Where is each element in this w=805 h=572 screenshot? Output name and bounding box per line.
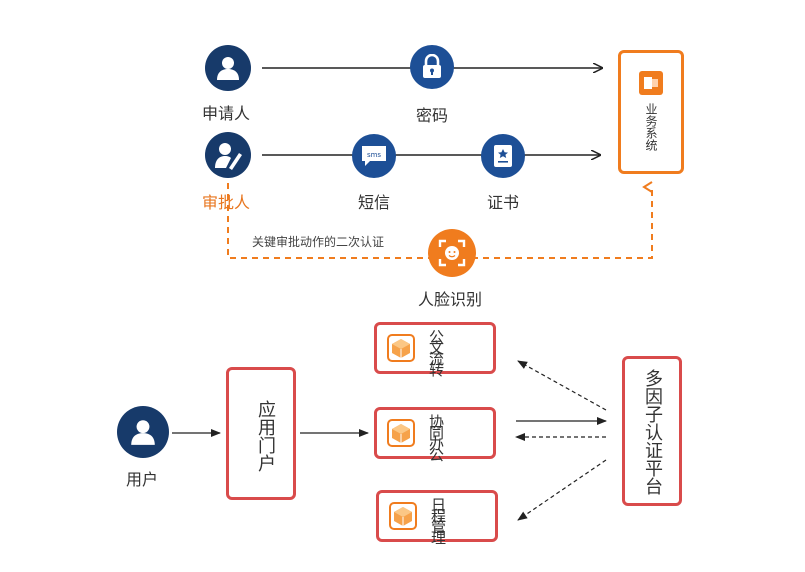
applicant-node bbox=[205, 45, 251, 91]
mfa-platform-box: 多因子认证平台 bbox=[622, 356, 682, 506]
pen-person-icon bbox=[215, 143, 242, 170]
approver-label: 审批人 bbox=[202, 193, 251, 212]
sms-node: sms bbox=[352, 134, 396, 178]
app-box-collaborative-office: 协同办公 bbox=[374, 407, 496, 459]
lock-icon bbox=[423, 54, 441, 78]
app-box-schedule-management: 日程管理 bbox=[376, 490, 498, 542]
cube-icon bbox=[387, 334, 415, 362]
app-label-schedule-management: 日程管理 bbox=[429, 497, 447, 541]
password-node bbox=[410, 45, 454, 89]
face-recognition-label: 人脸识别 bbox=[418, 290, 483, 309]
app-portal-box: 应用门户 bbox=[226, 367, 296, 500]
certificate-icon bbox=[494, 145, 512, 167]
user-node bbox=[117, 406, 169, 458]
business-system-box: 业务系统 bbox=[618, 50, 684, 174]
person-icon bbox=[217, 57, 239, 80]
sms-label: 短信 bbox=[358, 193, 391, 212]
secondary-auth-note: 关键审批动作的二次认证 bbox=[252, 235, 385, 249]
app-label-document-flow: 公文流转 bbox=[427, 329, 445, 373]
mfa-platform-label: 多因子认证平台 bbox=[642, 369, 663, 495]
app-box-document-flow: 公文流转 bbox=[374, 322, 496, 374]
app-portal-label: 应用门户 bbox=[255, 400, 276, 472]
svg-text:sms: sms bbox=[367, 151, 381, 159]
business-system-label: 业务系统 bbox=[644, 103, 658, 151]
applicant-label: 申请人 bbox=[202, 104, 251, 123]
approver-node bbox=[205, 132, 251, 178]
face-recognition-node bbox=[428, 229, 476, 277]
face-scan-icon bbox=[438, 239, 466, 267]
sms-icon: sms bbox=[362, 146, 386, 166]
cube-icon bbox=[387, 419, 415, 447]
mfa-to-schedule-dashed-arrow bbox=[517, 459, 607, 521]
certificate-node bbox=[481, 134, 525, 178]
cube-icon bbox=[389, 502, 417, 530]
password-label: 密码 bbox=[416, 106, 449, 125]
user-label: 用户 bbox=[126, 470, 159, 489]
mfa-to-doc-dashed-arrow bbox=[517, 360, 607, 411]
person-icon bbox=[131, 420, 155, 445]
app-label-collaborative-office: 协同办公 bbox=[427, 414, 445, 458]
office-app-icon bbox=[639, 71, 663, 95]
certificate-label: 证书 bbox=[487, 193, 520, 212]
